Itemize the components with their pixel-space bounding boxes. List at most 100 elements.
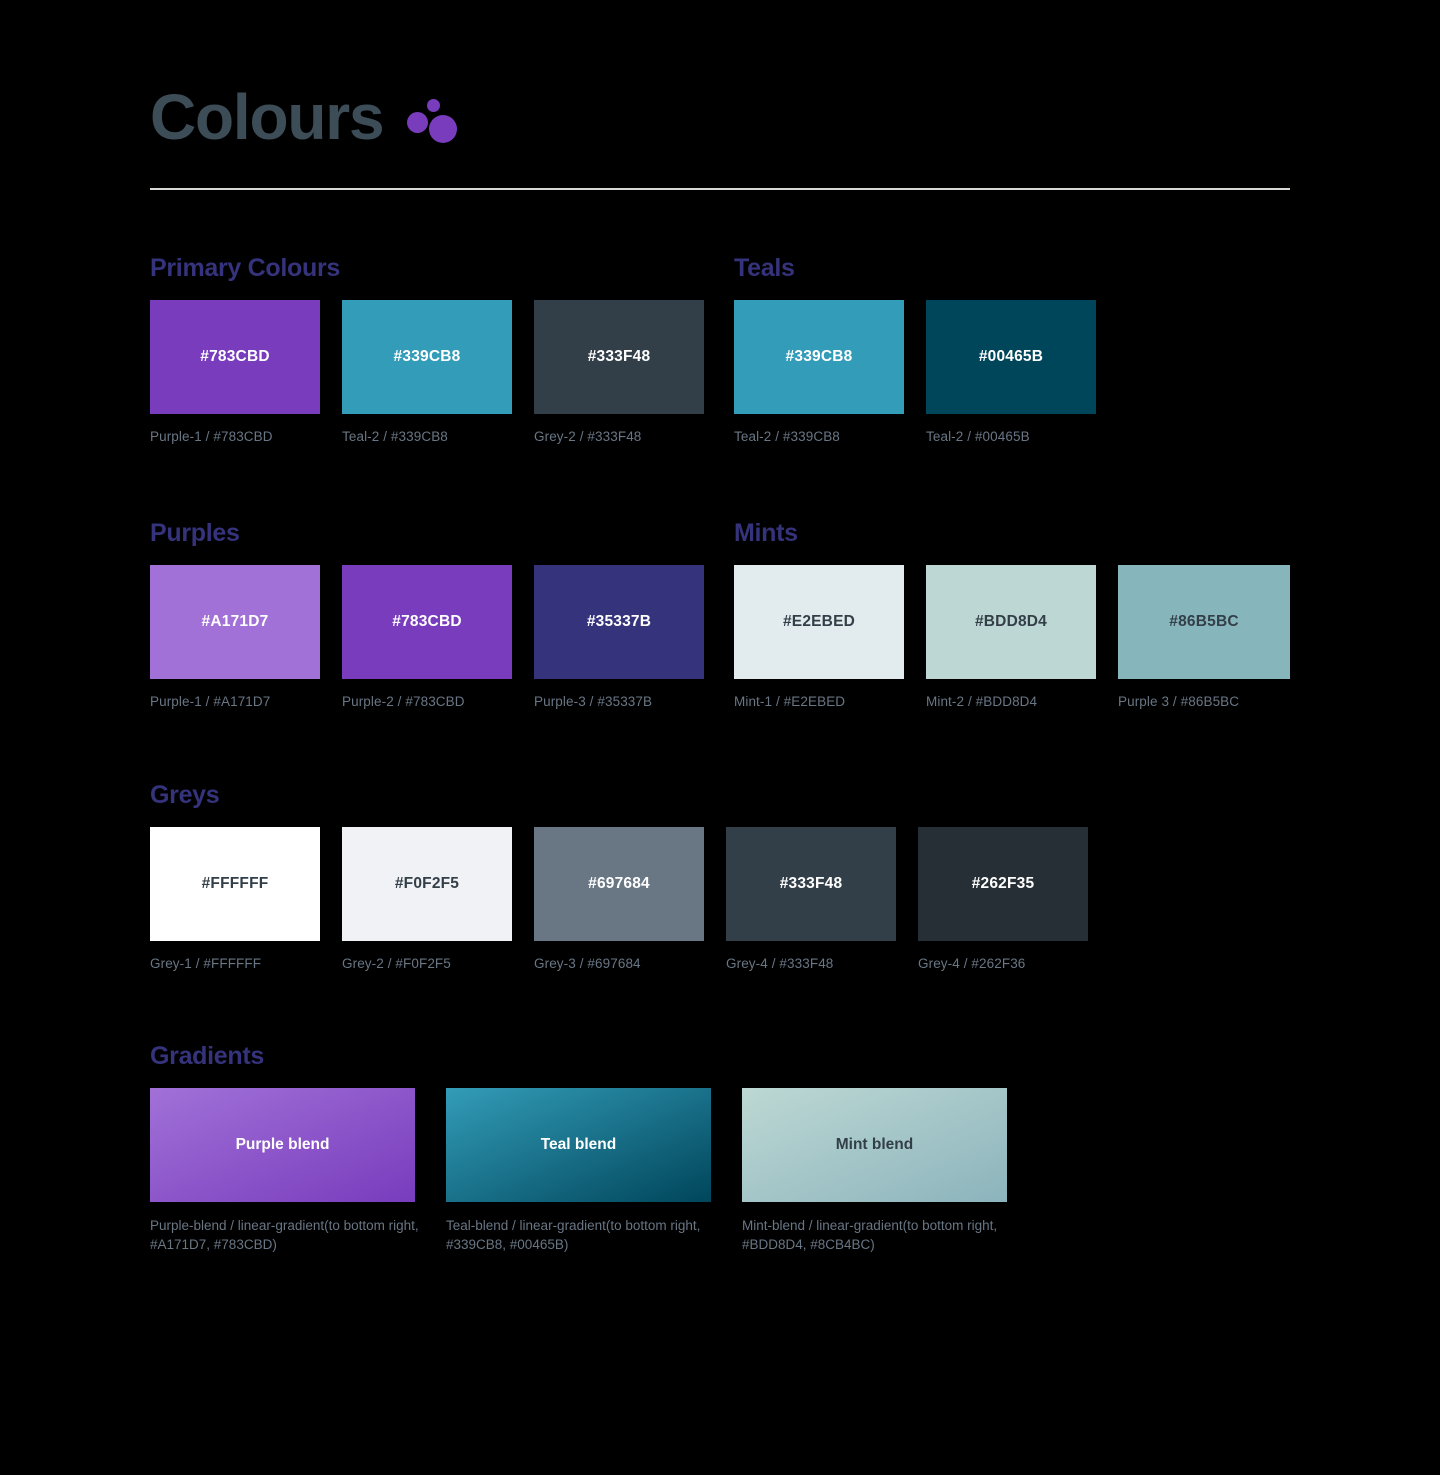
section-title-gradients: Gradients — [150, 1042, 264, 1070]
swatch-caption: Purple-1 / #783CBD — [150, 429, 273, 444]
swatch-caption: Purple-1 / #A171D7 — [150, 694, 271, 709]
swatch-cell: #E2EBED Mint-1 / #E2EBED — [734, 565, 904, 709]
colour-swatch[interactable]: #333F48 — [726, 827, 896, 941]
gradient-caption: Purple-blend / linear-gradient(to bottom… — [150, 1218, 419, 1253]
gradient-swatch[interactable]: Purple blend — [150, 1088, 415, 1202]
gradient-swatch[interactable]: Mint blend — [742, 1088, 1007, 1202]
colour-swatch[interactable]: #339CB8 — [734, 300, 904, 414]
swatch-hex-label: #339CB8 — [785, 348, 853, 365]
swatch-cell: #783CBD Purple-2 / #783CBD — [342, 565, 512, 709]
swatch-hex-label: #00465B — [978, 348, 1044, 365]
swatch-caption: Purple-2 / #783CBD — [342, 694, 465, 709]
section-title-purples: Purples — [150, 519, 240, 547]
swatch-caption: Grey-3 / #697684 — [534, 956, 641, 971]
logo-dot-small-icon — [427, 99, 441, 112]
swatch-hex-label: #FFFFFF — [201, 875, 269, 892]
logo-dot-large-icon — [429, 115, 458, 143]
gradient-label: Purple blend — [235, 1136, 330, 1153]
swatch-hex-label: #F0F2F5 — [394, 875, 460, 892]
colour-swatch[interactable]: #339CB8 — [342, 300, 512, 414]
swatch-hex-label: #783CBD — [200, 348, 270, 365]
swatch-caption: Mint-2 / #BDD8D4 — [926, 694, 1038, 709]
swatch-cell: #35337B Purple-3 / #35337B — [534, 565, 704, 709]
swatch-caption: Purple 3 / #86B5BC — [1118, 694, 1240, 709]
swatch-hex-label: #333F48 — [587, 348, 651, 365]
colour-swatch[interactable]: #35337B — [534, 565, 704, 679]
swatch-cell: #783CBD Purple-1 / #783CBD — [150, 300, 320, 444]
section-title-greys: Greys — [150, 781, 220, 809]
gradient-caption: Mint-blend / linear-gradient(to bottom r… — [742, 1218, 998, 1253]
logo-dot-medium-icon — [407, 112, 429, 133]
swatch-cell: #00465B Teal-2 / #00465B — [926, 300, 1096, 444]
swatch-caption: Teal-2 / #00465B — [926, 429, 1030, 444]
logo-dots-icon — [407, 99, 459, 143]
swatch-hex-label: #697684 — [588, 875, 650, 892]
colour-swatch[interactable]: #783CBD — [342, 565, 512, 679]
section-title-mints: Mints — [734, 519, 798, 547]
gradient-caption: Teal-blend / linear-gradient(to bottom r… — [446, 1218, 701, 1253]
swatch-hex-label: #E2EBED — [782, 613, 856, 630]
swatch-cell: #86B5BC Purple 3 / #86B5BC — [1118, 565, 1290, 709]
colour-swatch[interactable]: #333F48 — [534, 300, 704, 414]
gradient-label: Teal blend — [540, 1136, 617, 1153]
colour-swatch[interactable]: #A171D7 — [150, 565, 320, 679]
colour-swatch[interactable]: #262F35 — [918, 827, 1088, 941]
swatch-caption: Grey-4 / #333F48 — [726, 956, 834, 971]
page-header: Colours — [150, 78, 1290, 156]
swatch-hex-label: #A171D7 — [201, 613, 269, 630]
section-primary-colours: Primary Colours #783CBD Purple-1 / #783CBD… — [150, 254, 704, 444]
swatch-caption: Teal-2 / #339CB8 — [734, 429, 840, 444]
colour-swatch[interactable]: #F0F2F5 — [342, 827, 512, 941]
swatch-caption: Grey-1 / #FFFFFF — [150, 956, 262, 971]
swatch-hex-label: #262F35 — [971, 875, 1035, 892]
page-title: Colours — [150, 81, 385, 153]
swatch-caption: Mint-1 / #E2EBED — [734, 694, 846, 709]
swatch-caption: Grey-2 / #F0F2F5 — [342, 956, 451, 971]
swatch-hex-label: #86B5BC — [1169, 613, 1239, 630]
colour-swatch[interactable]: #E2EBED — [734, 565, 904, 679]
colour-swatch[interactable]: #00465B — [926, 300, 1096, 414]
section-title-primary: Primary Colours — [150, 254, 341, 282]
swatch-cell: #FFFFFF Grey-1 / #FFFFFF — [150, 827, 320, 971]
swatch-caption: Teal-2 / #339CB8 — [342, 429, 448, 444]
swatch-caption: Grey-4 / #262F36 — [918, 956, 1026, 971]
swatch-hex-label: #BDD8D4 — [974, 613, 1048, 630]
gradient-label: Mint blend — [835, 1136, 914, 1153]
colour-swatch[interactable]: #FFFFFF — [150, 827, 320, 941]
swatch-caption: Purple-3 / #35337B — [534, 694, 653, 709]
colour-swatch[interactable]: #BDD8D4 — [926, 565, 1096, 679]
colour-swatch[interactable]: #86B5BC — [1118, 565, 1290, 679]
swatch-hex-label: #783CBD — [392, 613, 462, 630]
section-title-teals: Teals — [734, 254, 795, 282]
title-row: Colours — [150, 78, 1290, 156]
swatch-hex-label: #333F48 — [779, 875, 843, 892]
header-divider — [150, 188, 1290, 190]
colour-swatch[interactable]: #697684 — [534, 827, 704, 941]
colour-swatch[interactable]: #783CBD — [150, 300, 320, 414]
gradient-swatch[interactable]: Teal blend — [446, 1088, 711, 1202]
